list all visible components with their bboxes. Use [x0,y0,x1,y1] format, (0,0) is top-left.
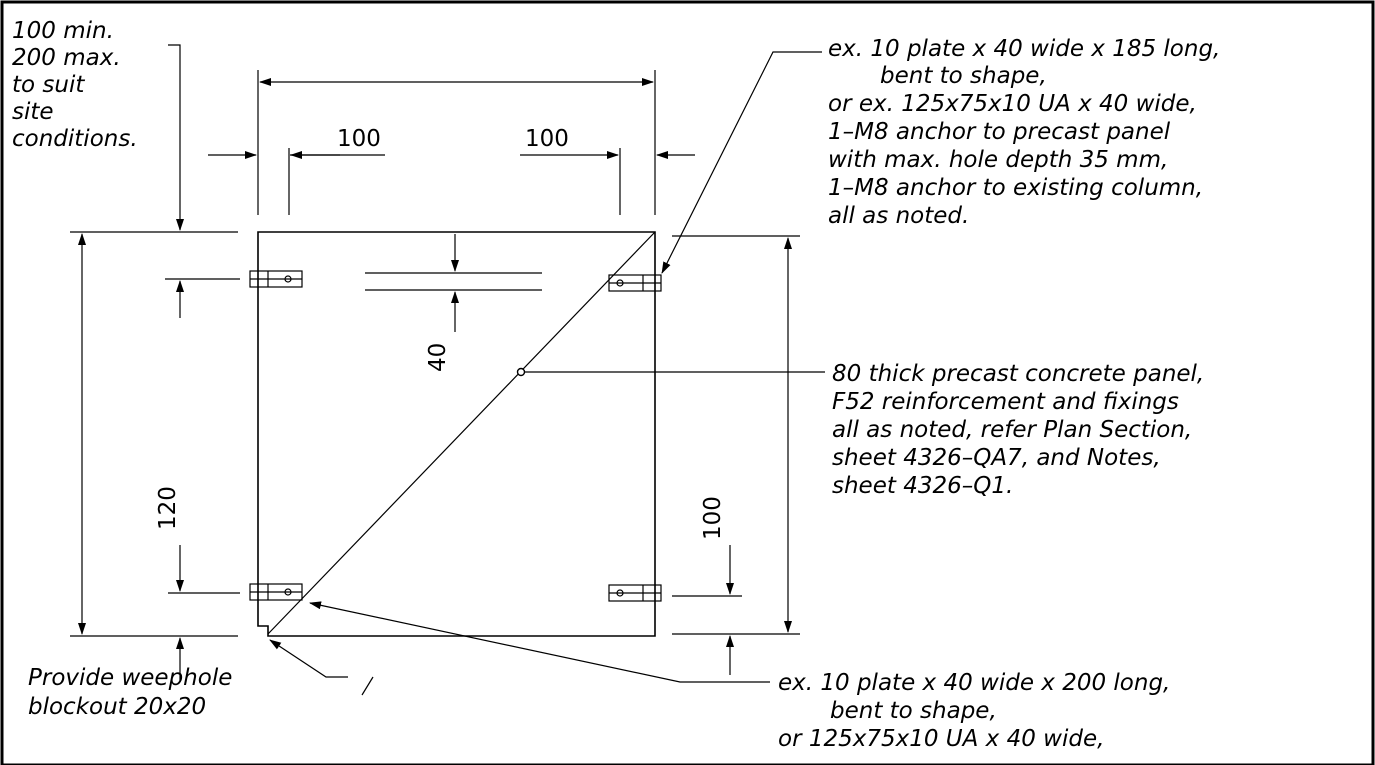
bottom-left-offset-dimension [168,545,240,680]
left-offset-note: 100 min. 200 max. to suit site condition… [12,18,138,152]
bracket-bottom-left [249,583,303,601]
svg-text:80 thick precast concrete pane: 80 thick precast concrete panel, [832,361,1204,387]
svg-text:bent to shape,: bent to shape, [880,63,1047,89]
overall-height-dimension [70,231,238,637]
svg-text:to suit: to suit [12,72,85,98]
svg-text:ex. 10 plate x 40 wide x 185 l: ex. 10 plate x 40 wide x 185 long, [828,36,1220,62]
bottom-right-offset-dimension [672,545,742,675]
svg-text:conditions.: conditions. [12,126,138,152]
bottom-bracket-note: ex. 10 plate x 40 wide x 200 long, bent … [778,670,1170,752]
weephole-leader [269,639,348,678]
svg-text:or 125x75x10 UA x 40 wide,: or 125x75x10 UA x 40 wide, [778,726,1104,752]
bracket-top-left [249,270,303,288]
dim-top-left-label: 100 [337,126,381,152]
svg-text:blockout 20x20: blockout 20x20 [28,694,206,720]
svg-text:1–M8 anchor to precast panel: 1–M8 anchor to precast panel [828,119,1171,145]
svg-text:sheet 4326–Q1.: sheet 4326–Q1. [832,473,1013,499]
svg-text:bent to shape,: bent to shape, [830,698,997,724]
svg-text:100 min.: 100 min. [12,18,114,44]
svg-text:site: site [12,99,54,125]
svg-text:with max. hole depth 35 mm,: with max. hole depth 35 mm, [828,147,1168,173]
dim-bottom-right-label: 100 [700,496,726,540]
svg-text:ex. 10 plate x 40 wide x 200 l: ex. 10 plate x 40 wide x 200 long, [778,670,1170,696]
svg-text:F52 reinforcement and fixings: F52 reinforcement and fixings [832,389,1179,415]
dim-bottom-left-label: 120 [155,486,181,530]
svg-text:all as noted, refer Plan Secti: all as noted, refer Plan Section, [832,417,1192,443]
precast-panel [257,231,656,637]
top-bracket-note: ex. 10 plate x 40 wide x 185 long, bent … [828,36,1220,229]
bottom-bracket-leader [309,601,770,683]
dim-bracket-width-label: 40 [425,343,451,372]
top-right-edge-dimension [520,148,695,215]
top-left-edge-dimension [208,148,385,215]
bracket-width-dimension [365,234,542,332]
svg-text:200 max.: 200 max. [12,45,121,71]
svg-text:Provide weephole: Provide weephole [28,665,232,691]
svg-text:all as noted.: all as noted. [828,203,969,229]
top-bracket-offset-dimension [165,44,240,318]
dim-top-right-label: 100 [525,126,569,152]
panel-diagonal-leader [267,231,656,635]
top-bracket-leader [661,51,822,274]
panel-note: 80 thick precast concrete panel, F52 rei… [832,361,1204,499]
weephole-leader-tick [361,676,374,696]
bracket-bottom-right [608,584,662,602]
svg-text:sheet 4326–QA7, and Notes,: sheet 4326–QA7, and Notes, [832,445,1161,471]
weephole-note: Provide weephole blockout 20x20 [28,665,232,720]
svg-text:or ex. 125x75x10 UA x 40 wide: or ex. 125x75x10 UA x 40 wide, [828,91,1197,117]
panel-leader-dot [516,367,526,377]
bracket-top-right [608,274,662,292]
right-height-dimension [672,235,800,635]
svg-text:1–M8 anchor to existing column: 1–M8 anchor to existing column, [828,175,1203,201]
overall-width-dimension [257,70,656,215]
